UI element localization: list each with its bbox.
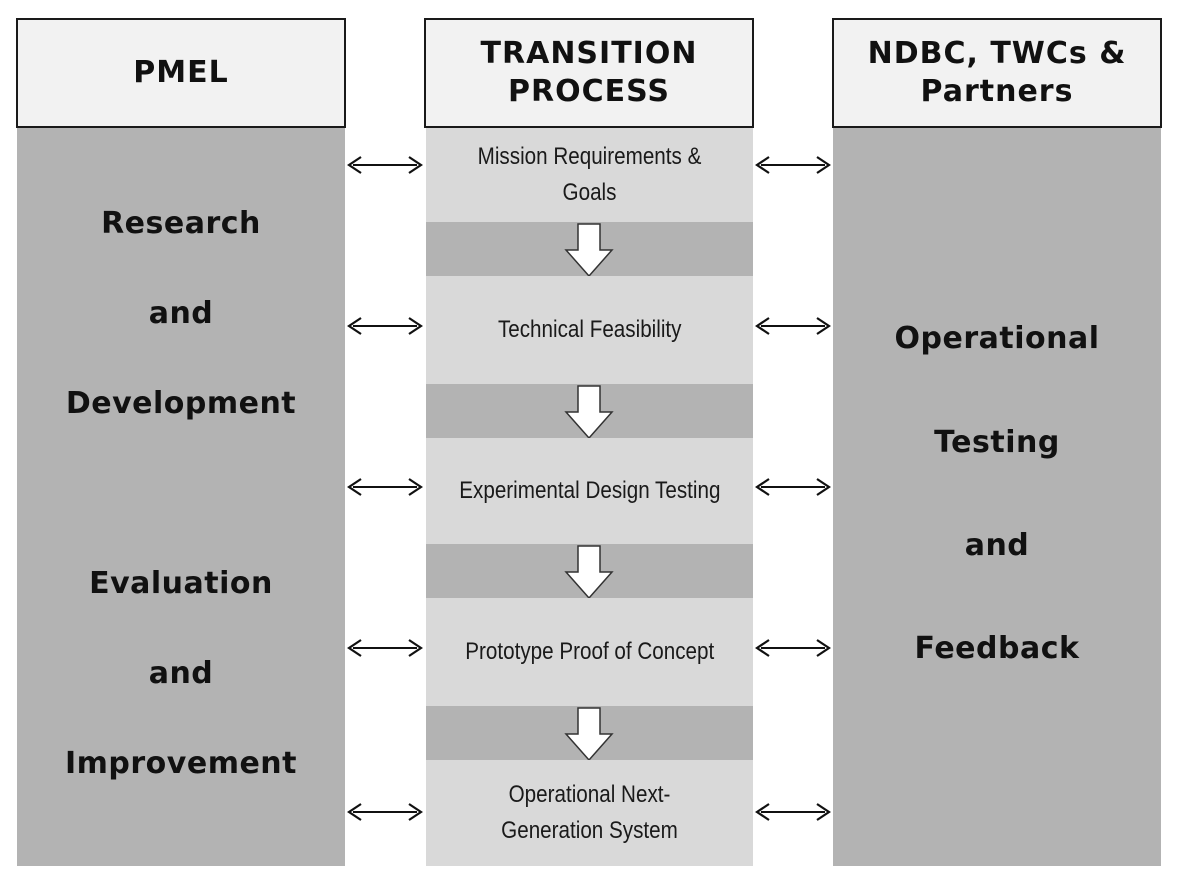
step-mission-requirements: Mission Requirements & Goals bbox=[426, 128, 753, 222]
left-word-development: Development bbox=[65, 386, 297, 421]
double-arrow-left-2-icon bbox=[347, 317, 423, 335]
double-arrow-right-4-icon bbox=[755, 639, 831, 657]
down-arrow-icon bbox=[564, 385, 614, 440]
middle-column-transition: Mission Requirements & Goals Technical F… bbox=[426, 128, 753, 866]
step-label: Experimental Design Testing bbox=[458, 477, 721, 504]
right-word-feedback: Feedback bbox=[914, 631, 1080, 666]
step-technical-feasibility: Technical Feasibility bbox=[426, 276, 753, 384]
left-word-research: Research bbox=[101, 206, 261, 241]
right-word-operational: Operational bbox=[894, 321, 1100, 356]
header-partners-label: NDBC, TWCs & Partners bbox=[867, 36, 1127, 109]
double-arrow-right-2-icon bbox=[755, 317, 831, 335]
header-pmel: PMEL bbox=[16, 18, 346, 128]
double-arrow-right-1-icon bbox=[755, 156, 831, 174]
step-label: Technical Feasibility bbox=[497, 316, 682, 343]
header-transition-process-label: TRANSITION PROCESS bbox=[480, 36, 698, 109]
left-word-evaluation: Evaluation bbox=[89, 566, 273, 601]
double-arrow-left-3-icon bbox=[347, 478, 423, 496]
step-experimental-design: Experimental Design Testing bbox=[426, 438, 753, 544]
double-arrow-left-1-icon bbox=[347, 156, 423, 174]
step-operational-system: Operational Next-Generation System bbox=[426, 760, 753, 866]
double-arrow-right-5-icon bbox=[755, 803, 831, 821]
right-column-operational: Operational Testing and Feedback bbox=[833, 128, 1161, 866]
left-column-research: Research and Development Evaluation and … bbox=[17, 128, 345, 866]
header-partners: NDBC, TWCs & Partners bbox=[832, 18, 1162, 128]
step-label: Mission Requirements & Goals bbox=[477, 143, 702, 206]
down-arrow-icon bbox=[564, 223, 614, 278]
double-arrow-left-4-icon bbox=[347, 639, 423, 657]
header-transition-process: TRANSITION PROCESS bbox=[424, 18, 754, 128]
step-label: Prototype Proof of Concept bbox=[465, 638, 714, 665]
right-word-testing: Testing bbox=[934, 425, 1060, 460]
down-arrow-icon bbox=[564, 545, 614, 600]
step-label: Operational Next-Generation System bbox=[501, 781, 678, 844]
left-word-and-2: and bbox=[148, 656, 214, 691]
down-arrow-icon bbox=[564, 707, 614, 762]
left-word-improvement: Improvement bbox=[64, 746, 297, 781]
step-prototype-proof: Prototype Proof of Concept bbox=[426, 598, 753, 706]
left-word-and-1: and bbox=[148, 296, 214, 331]
double-arrow-right-3-icon bbox=[755, 478, 831, 496]
double-arrow-left-5-icon bbox=[347, 803, 423, 821]
right-word-and: and bbox=[964, 528, 1030, 563]
header-pmel-label: PMEL bbox=[133, 55, 229, 90]
